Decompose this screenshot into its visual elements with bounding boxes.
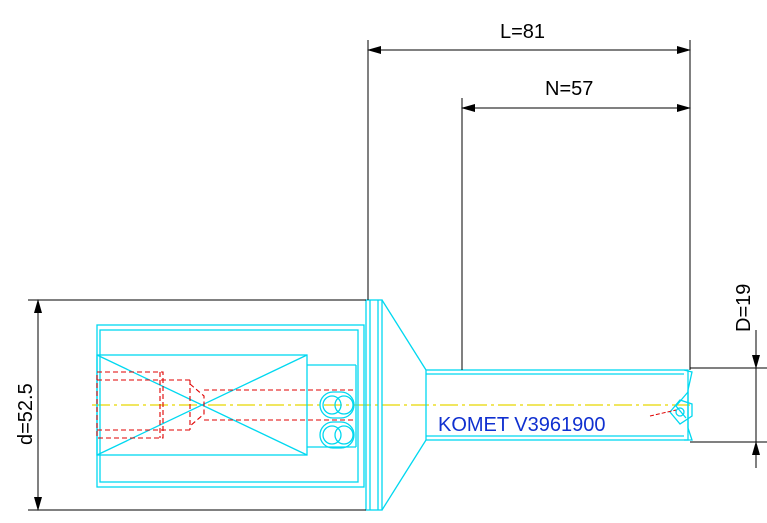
shank-inner [99, 329, 359, 483]
taper-bottom [381, 439, 427, 511]
dim-small-diameter [690, 330, 767, 468]
tool-label: KOMET V3961900 [438, 414, 606, 436]
insert-screw-icon [675, 407, 685, 417]
dim-large-diameter [28, 299, 366, 511]
insert [669, 399, 693, 425]
label-leader [649, 409, 677, 417]
coolant-holes [319, 391, 355, 449]
flange [365, 299, 383, 511]
neck-length-label: N=57 [545, 78, 593, 100]
shank-outer [96, 324, 365, 488]
overall-length-label: L=81 [500, 21, 545, 43]
large-diameter-label: d=52.5 [15, 383, 37, 445]
dim-neck-length [461, 98, 691, 370]
dim-overall-length [367, 40, 691, 370]
small-diameter-label: D=19 [733, 284, 755, 332]
tip [683, 369, 693, 441]
pocket [96, 354, 308, 456]
taper-top [381, 299, 427, 371]
hidden-lines [96, 371, 356, 439]
